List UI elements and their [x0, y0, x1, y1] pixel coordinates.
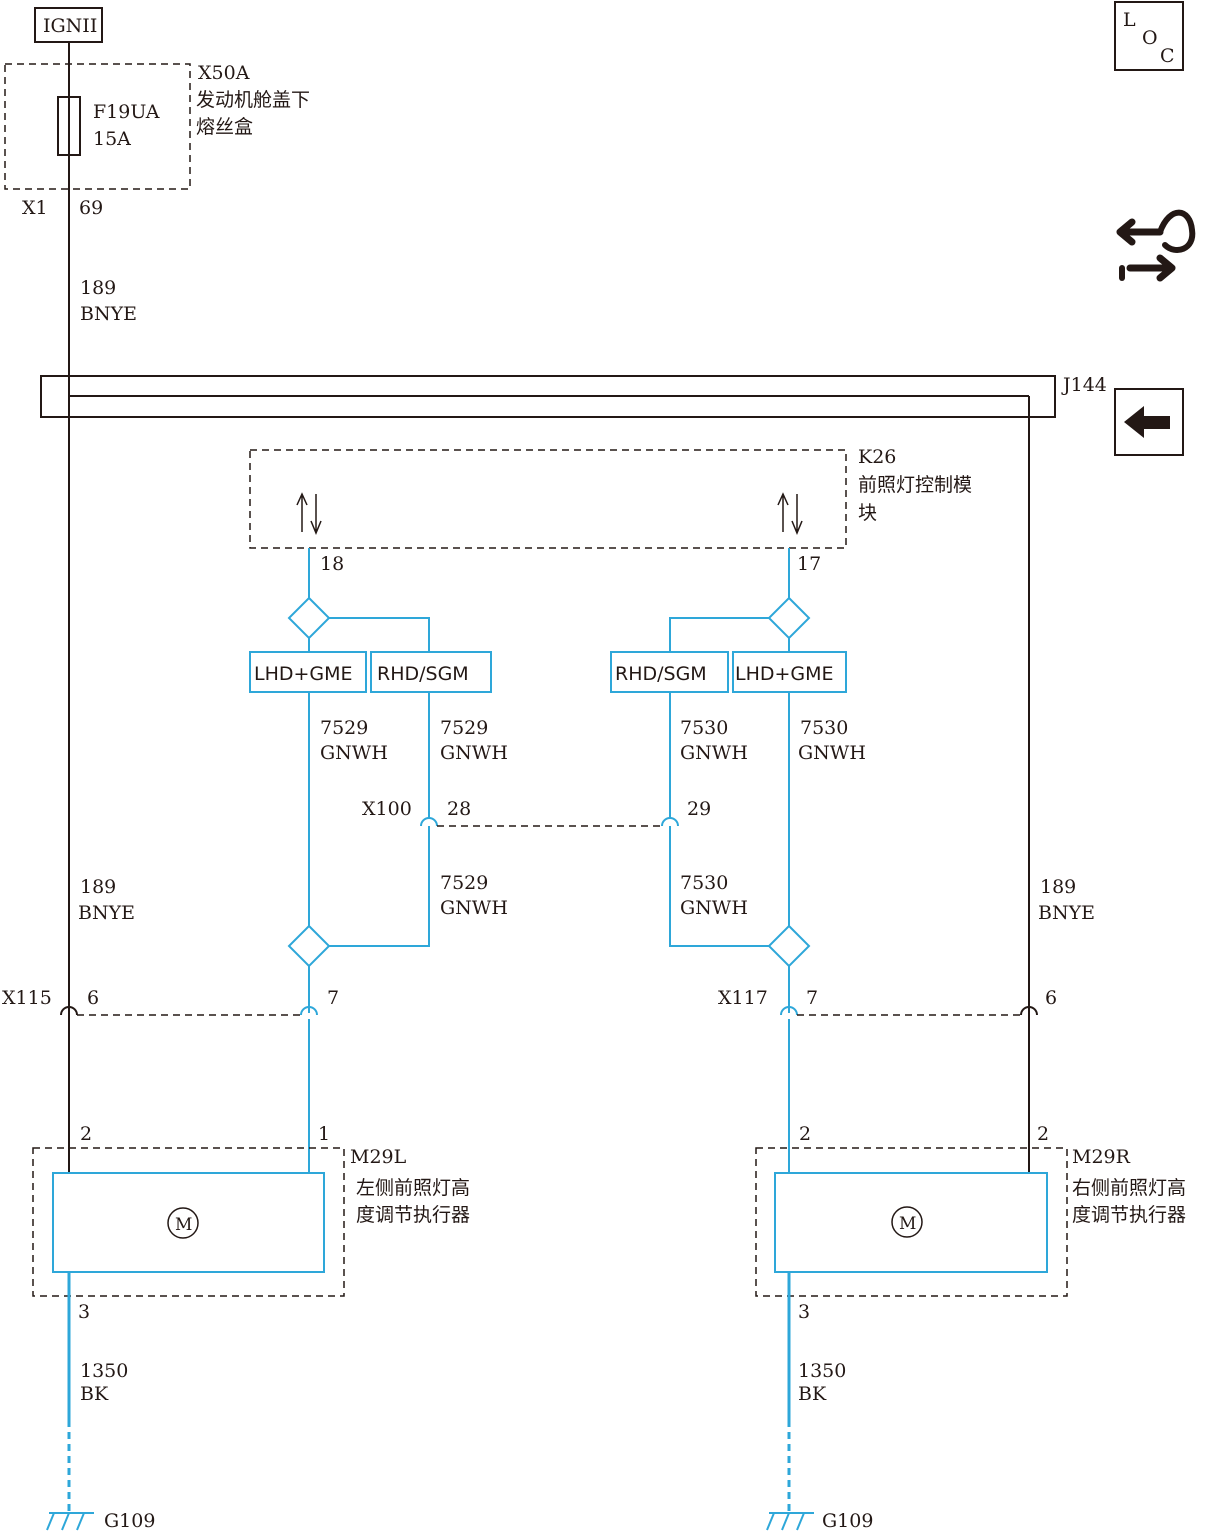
connector-x117-7 [780, 1006, 798, 1016]
wire-7530-c-circuit: 7530 [680, 872, 728, 894]
x117-pin-7: 7 [806, 987, 818, 1009]
wire-189-left-color: BNYE [78, 902, 135, 924]
ground-icon [766, 1512, 814, 1531]
wire-1350-left-circuit: 1350 [80, 1360, 128, 1382]
actuator-right-id: M29R [1072, 1146, 1131, 1168]
module-pin-17: 17 [797, 553, 821, 575]
splice-j144 [40, 375, 1056, 418]
x117-id: X117 [718, 987, 768, 1009]
module-name-1: 前照灯控制模 [858, 474, 972, 496]
connector-x115-6 [60, 1006, 78, 1016]
actuator-left-body [52, 1172, 325, 1273]
x100-id: X100 [362, 798, 412, 820]
ground-icon [46, 1512, 94, 1531]
multiplex-arrows-icon [1116, 209, 1196, 282]
wire-7529-b-circuit: 7529 [440, 717, 488, 739]
wire-7530-a-circuit: 7530 [680, 717, 728, 739]
fusebox-outline [4, 63, 191, 190]
actuator-right-name-2: 度调节执行器 [1072, 1204, 1186, 1226]
svg-text:M: M [899, 1214, 916, 1234]
ground-left-id: G109 [104, 1510, 155, 1532]
wire-7530-a-color: GNWH [680, 742, 748, 764]
option-diamond-bottom-left [287, 924, 331, 968]
actuator-left-pin-1: 1 [318, 1123, 330, 1145]
wire-7529-a-circuit: 7529 [320, 717, 368, 739]
motor-icon: M [167, 1207, 199, 1239]
module-k26-outline [249, 449, 847, 549]
actuator-left-name-2: 度调节执行器 [356, 1204, 470, 1226]
svg-text:RHD/SGM: RHD/SGM [615, 663, 707, 685]
wire-7529-c-color: GNWH [440, 897, 508, 919]
connector-x100-28 [420, 817, 438, 827]
actuator-left-id: M29L [350, 1146, 407, 1168]
wire-top-circuit: 189 [80, 277, 116, 299]
svg-text:L: L [1123, 9, 1136, 31]
actuator-right-pin-2b: 2 [1037, 1123, 1049, 1145]
fuse-id: F19UA [93, 101, 160, 123]
module-id: K26 [858, 446, 896, 468]
x100-pin-28: 28 [447, 798, 471, 820]
x100-pin-29: 29 [687, 798, 711, 820]
svg-text:LHD+GME: LHD+GME [735, 663, 834, 685]
actuator-left-pin-3: 3 [78, 1301, 90, 1323]
actuator-right-name-1: 右侧前照灯高 [1072, 1177, 1186, 1199]
option-diamond-top-left [287, 596, 331, 640]
option-diamond-top-right [767, 596, 811, 640]
option-diamond-bottom-right [767, 924, 811, 968]
continue-arrow-icon[interactable] [1114, 388, 1184, 456]
actuator-right-outline [755, 1147, 1068, 1297]
connector-x117-6 [1020, 1006, 1038, 1016]
x117-pin-6: 6 [1045, 987, 1057, 1009]
x115-id: X115 [2, 987, 52, 1009]
svg-text:LHD+GME: LHD+GME [254, 663, 353, 685]
wire-7530-b-circuit: 7530 [800, 717, 848, 739]
svg-text:O: O [1142, 27, 1158, 49]
actuator-right-pin-2a: 2 [799, 1123, 811, 1145]
actuator-right-body [774, 1172, 1048, 1273]
wire-7530-b-color: GNWH [798, 742, 866, 764]
svg-text:M: M [175, 1215, 192, 1235]
option-rhd-sgm-left [370, 651, 492, 693]
ground-right-id: G109 [822, 1510, 873, 1532]
actuator-left-pin-2: 2 [80, 1123, 92, 1145]
module-pin-18: 18 [320, 553, 344, 575]
motor-icon: M [891, 1206, 923, 1238]
wire-1350-right-circuit: 1350 [798, 1360, 846, 1382]
fusebox-name-1: 发动机舱盖下 [196, 89, 310, 111]
power-label: IGNII [43, 15, 97, 37]
fusebox-connector: X1 [22, 197, 48, 219]
wire-7529-b-color: GNWH [440, 742, 508, 764]
connector-x100-29 [661, 817, 679, 827]
x115-pin-7: 7 [327, 987, 339, 1009]
fusebox-pin: 69 [79, 197, 103, 219]
wire-1350-right-color: BK [798, 1383, 827, 1405]
actuator-right-pin-3: 3 [798, 1301, 810, 1323]
fusebox-name-2: 熔丝盒 [196, 116, 253, 138]
splice-id: J144 [1061, 374, 1107, 396]
wire-189-right-circuit: 189 [1040, 876, 1076, 898]
fuse-rating: 15A [93, 128, 131, 150]
actuator-left-outline [32, 1147, 345, 1297]
wire-1350-left-color: BK [80, 1383, 109, 1405]
svg-text:C: C [1160, 45, 1175, 67]
wire-7530-c-color: GNWH [680, 897, 748, 919]
wire-top-color: BNYE [80, 303, 137, 325]
connector-x115-7 [300, 1006, 318, 1016]
wire-7529-a-color: GNWH [320, 742, 388, 764]
fusebox-id: X50A [198, 62, 250, 84]
loc-icon[interactable]: L O C [1114, 1, 1184, 71]
module-name-2: 块 [858, 502, 877, 524]
bidirectional-arrow-icon [296, 492, 322, 535]
wire-189-left-circuit: 189 [80, 876, 116, 898]
svg-text:RHD/SGM: RHD/SGM [377, 663, 469, 685]
wire-7529-c-circuit: 7529 [440, 872, 488, 894]
bidirectional-arrow-icon [777, 492, 803, 535]
actuator-left-name-1: 左侧前照灯高 [356, 1177, 470, 1199]
x115-pin-6: 6 [87, 987, 99, 1009]
wire-189-right-color: BNYE [1038, 902, 1095, 924]
